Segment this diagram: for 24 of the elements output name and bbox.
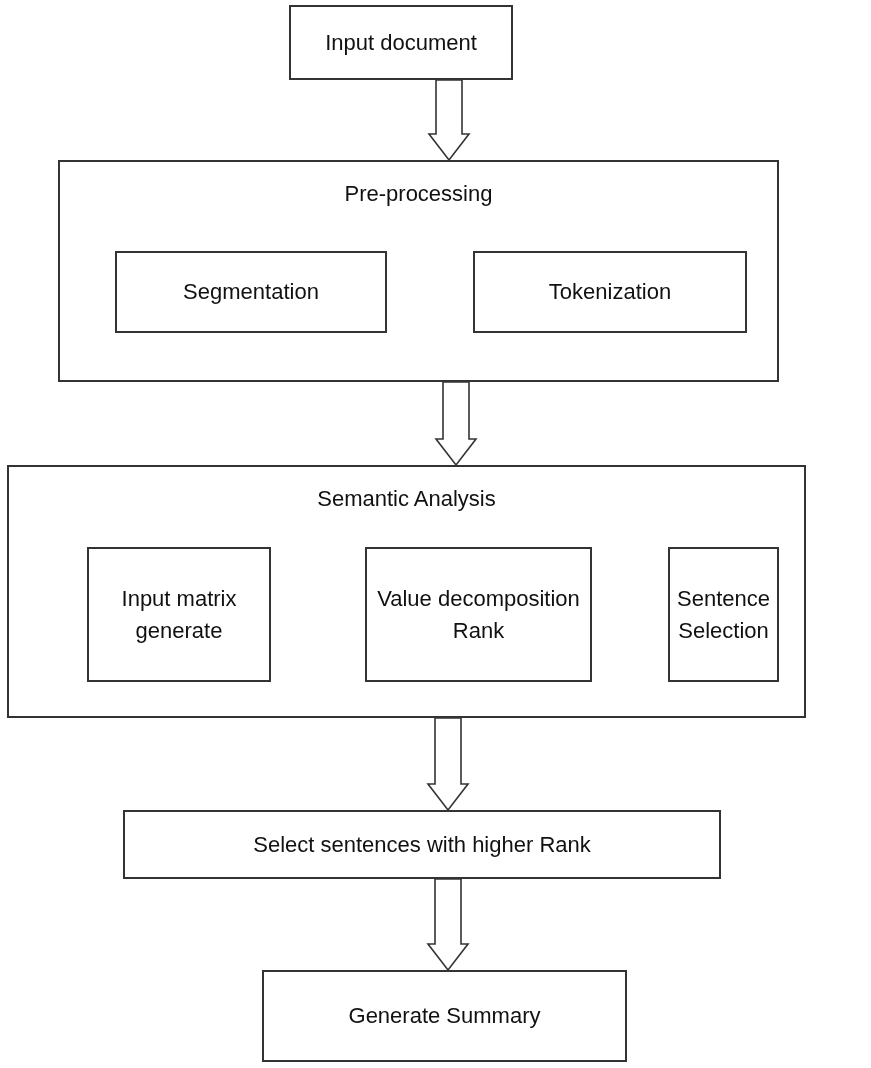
group-title: Pre-processing <box>343 180 494 208</box>
box-label: Generate Summary <box>347 1002 542 1030</box>
process-box <box>262 970 627 1062</box>
block-arrow <box>434 381 478 467</box>
block-arrow <box>426 717 470 812</box>
process-box <box>123 810 721 879</box>
box-label: Sentence Selection <box>676 584 771 645</box>
process-box <box>473 251 747 333</box>
process-box <box>365 547 592 682</box>
process-box <box>668 547 779 682</box>
box-label: Input matrix generate <box>120 584 238 645</box>
process-box <box>115 251 387 333</box>
box-label: Select sentences with higher Rank <box>252 830 592 859</box>
box-label: Value decomposition Rank <box>376 584 581 645</box>
box-label: Tokenization <box>547 278 673 306</box>
box-label: Input document <box>324 28 478 57</box>
box-label: Segmentation <box>182 278 320 306</box>
block-arrow <box>427 79 471 162</box>
group-box <box>58 160 779 382</box>
group-title: Semantic Analysis <box>316 485 497 513</box>
process-box <box>289 5 513 80</box>
group-box <box>7 465 806 718</box>
process-box <box>87 547 271 682</box>
block-arrow <box>426 878 470 972</box>
